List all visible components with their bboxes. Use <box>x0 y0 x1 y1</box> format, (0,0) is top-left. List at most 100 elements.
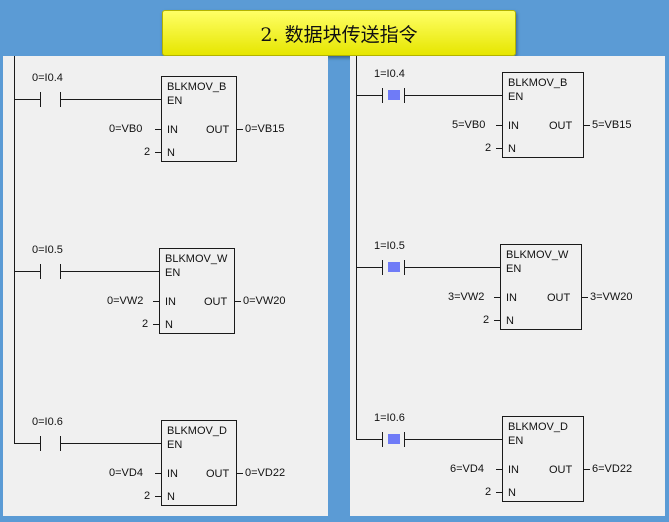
out-value: 3=VW20 <box>590 291 633 303</box>
n-pin: N <box>508 143 516 155</box>
out-pin: OUT <box>549 464 573 476</box>
wire <box>496 492 502 493</box>
in-pin: IN <box>167 468 178 480</box>
wire <box>155 473 161 474</box>
wire <box>582 297 588 298</box>
wire <box>14 99 40 100</box>
out-value: 0=VB15 <box>245 123 285 135</box>
in-pin: IN <box>508 120 519 132</box>
block-name: BLKMOV_B <box>508 77 568 89</box>
n-value: 2 <box>142 318 149 330</box>
wire <box>60 99 161 100</box>
contact-address: 0=I0.4 <box>32 72 63 84</box>
blkmov-block[interactable]: BLKMOV_D EN IN OUT N <box>502 416 584 502</box>
contact-bar-left <box>382 260 383 275</box>
rung-2: 1=I0.5 BLKMOV_W EN IN OUT N 3=VW2 3=VW20… <box>350 240 669 340</box>
out-value: 0=VD22 <box>245 467 286 479</box>
n-pin: N <box>165 319 173 331</box>
wire <box>60 443 161 444</box>
blkmov-block[interactable]: BLKMOV_B EN IN OUT N <box>502 72 584 158</box>
rung-3: 1=I0.6 BLKMOV_D EN IN OUT N 6=VD4 6=VD22… <box>350 412 669 512</box>
contact-bar-left <box>40 436 41 451</box>
wire <box>356 95 382 96</box>
wire <box>237 129 243 130</box>
contact-energized-indicator <box>388 262 400 272</box>
in-value: 3=VW2 <box>448 291 485 303</box>
wire <box>494 297 500 298</box>
in-value: 0=VD4 <box>109 467 143 479</box>
out-pin: OUT <box>547 292 571 304</box>
wire <box>155 129 161 130</box>
wire <box>356 439 382 440</box>
n-value: 2 <box>485 142 492 154</box>
contact-address: 1=I0.6 <box>374 412 405 424</box>
n-pin: N <box>167 491 175 503</box>
in-value: 5=VB0 <box>452 119 486 131</box>
ladder-panel-offline: 0=I0.4 BLKMOV_B EN IN OUT N 0=VB0 0=VB15… <box>3 56 328 516</box>
en-pin: EN <box>167 95 183 107</box>
block-name: BLKMOV_B <box>167 81 227 93</box>
out-value: 0=VW20 <box>243 295 286 307</box>
n-value: 2 <box>485 486 492 498</box>
wire <box>153 301 159 302</box>
contact-energized-indicator <box>388 90 400 100</box>
in-pin: IN <box>165 296 176 308</box>
blkmov-block[interactable]: BLKMOV_B EN IN OUT N <box>161 76 237 162</box>
wire <box>60 271 159 272</box>
wire <box>153 324 159 325</box>
wire <box>496 148 502 149</box>
contact-bar-left <box>40 92 41 107</box>
wire <box>404 267 500 268</box>
wire <box>237 473 243 474</box>
n-pin: N <box>508 487 516 499</box>
in-pin: IN <box>508 464 519 476</box>
contact-address: 1=I0.4 <box>374 68 405 80</box>
contact-address: 0=I0.6 <box>32 416 63 428</box>
wire <box>496 469 502 470</box>
block-name: BLKMOV_D <box>508 421 568 433</box>
wire <box>356 267 382 268</box>
wire <box>584 125 590 126</box>
power-rail <box>14 56 15 444</box>
n-value: 2 <box>144 146 151 158</box>
rung-3: 0=I0.6 BLKMOV_D EN IN OUT N 0=VD4 0=VD22… <box>3 414 328 514</box>
wire <box>155 496 161 497</box>
contact-address: 0=I0.5 <box>32 244 63 256</box>
blkmov-block[interactable]: BLKMOV_D EN IN OUT N <box>161 420 237 506</box>
ladder-panel-online: 1=I0.4 BLKMOV_B EN IN OUT N 5=VB0 5=VB15… <box>350 56 665 516</box>
wire <box>494 320 500 321</box>
en-pin: EN <box>508 435 524 447</box>
blkmov-block[interactable]: BLKMOV_W EN IN OUT N <box>500 244 582 330</box>
in-value: 0=VB0 <box>109 123 143 135</box>
wire <box>404 439 502 440</box>
power-rail <box>356 56 357 440</box>
contact-bar-left <box>382 88 383 103</box>
wire <box>496 125 502 126</box>
en-pin: EN <box>506 263 522 275</box>
in-value: 6=VD4 <box>450 463 484 475</box>
blkmov-block[interactable]: BLKMOV_W EN IN OUT N <box>159 248 235 334</box>
out-pin: OUT <box>206 124 230 136</box>
rung-2: 0=I0.5 BLKMOV_W EN IN OUT N 0=VW2 0=VW20… <box>3 242 328 342</box>
wire <box>14 271 40 272</box>
out-value: 5=VB15 <box>592 119 632 131</box>
out-pin: OUT <box>206 468 230 480</box>
title-text: 2. 数据块传送指令 <box>260 23 418 46</box>
rung-1: 0=I0.4 BLKMOV_B EN IN OUT N 0=VB0 0=VB15… <box>3 70 328 170</box>
n-value: 2 <box>144 490 151 502</box>
en-pin: EN <box>508 91 524 103</box>
contact-address: 1=I0.5 <box>374 240 405 252</box>
en-pin: EN <box>167 439 183 451</box>
block-name: BLKMOV_W <box>506 249 569 261</box>
block-name: BLKMOV_W <box>165 253 228 265</box>
in-pin: IN <box>506 292 517 304</box>
title-banner: 2. 数据块传送指令 <box>162 10 516 56</box>
en-pin: EN <box>165 267 181 279</box>
out-pin: OUT <box>549 120 573 132</box>
n-value: 2 <box>483 314 490 326</box>
wire <box>404 95 502 96</box>
wire <box>14 443 40 444</box>
out-pin: OUT <box>204 296 228 308</box>
wire <box>235 301 241 302</box>
in-pin: IN <box>167 124 178 136</box>
